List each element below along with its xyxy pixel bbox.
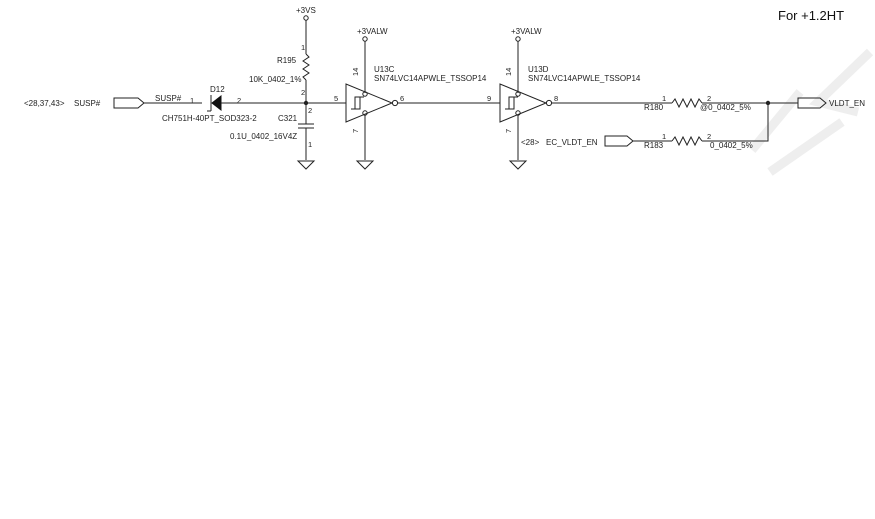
d12-pin1: 1	[190, 96, 194, 105]
u13c-pin-vcc: 14	[351, 68, 360, 76]
u13c-vcc-pin-circle	[362, 91, 368, 97]
susp-input-connector: <28,37,43> SUSP# SUSP#	[24, 94, 202, 109]
u13c-pin-gnd: 7	[351, 129, 360, 133]
r183-value: 0_0402_5%	[710, 141, 753, 150]
vldt-en-port-shape	[797, 97, 827, 109]
d12-value: CH751H-40PT_SOD323-2	[162, 114, 257, 123]
r180-body	[671, 97, 703, 109]
susp-label: SUSP#	[74, 99, 101, 108]
inverter-u13c: +3VALW 14 U13C SN74LVC14APWLE_TSSOP14 5 …	[334, 27, 487, 170]
ground-icon	[508, 160, 528, 170]
ec-vldt-en-port-shape	[604, 135, 634, 147]
r180-pin2: 2	[707, 94, 711, 103]
ec-vldt-en-connector: <28> EC_VLDT_EN	[521, 135, 672, 147]
u13c-ref: U13C	[374, 65, 395, 74]
u13d-pin-gnd: 7	[504, 129, 513, 133]
susp-wire-label: SUSP#	[155, 94, 182, 103]
vldt-en-connector: VLDT_EN	[797, 97, 865, 109]
r183-body	[671, 135, 703, 147]
u13d-output-bubble	[545, 99, 553, 107]
c321-value: 0.1U_0402_16V4Z	[230, 132, 297, 141]
u13d-ref: U13D	[528, 65, 549, 74]
r180-pin1: 1	[662, 94, 666, 103]
schmitt-trigger-icon	[505, 96, 518, 110]
susp-ref-label: <28,37,43>	[24, 99, 65, 108]
d12-pin2: 2	[237, 96, 241, 105]
u13c-output-bubble	[391, 99, 399, 107]
r195-ref: R195	[277, 56, 297, 65]
u13c-power-label: +3VALW	[357, 27, 388, 36]
r180-ref: R180	[644, 103, 664, 112]
r183-pin1: 1	[662, 132, 666, 141]
ground-icon	[355, 160, 375, 170]
c321-ref: C321	[278, 114, 298, 123]
u13d-power-label: +3VALW	[511, 27, 542, 36]
u13c-body	[345, 83, 394, 123]
vs-power-label: +3VS	[296, 6, 316, 15]
d12-ref: D12	[210, 85, 225, 94]
ground-icon	[296, 160, 316, 170]
u13c-power-terminal	[362, 36, 368, 42]
capacitor-c321: 2 C321 0.1U_0402_16V4Z 1	[230, 103, 316, 170]
r195-value: 10K_0402_1%	[249, 75, 302, 84]
resistor-r183: 1 2 R183 0_0402_5%	[644, 103, 769, 150]
ec-ref-label: <28>	[521, 138, 540, 147]
u13d-pin-vcc: 14	[504, 68, 513, 76]
u13d-vcc-pin-circle	[515, 91, 521, 97]
diode-d12: 1 D12 2 CH751H-40PT_SOD323-2	[162, 85, 257, 123]
ec-vldt-en-label: EC_VLDT_EN	[546, 138, 598, 147]
u13d-pin-in: 9	[487, 94, 491, 103]
r180-value: @0_0402_5%	[700, 103, 751, 112]
r195-pin2: 2	[301, 88, 305, 97]
u13c-value: SN74LVC14APWLE_TSSOP14	[374, 74, 487, 83]
resistor-r180: 1 2 R180 @0_0402_5%	[552, 94, 798, 112]
wire-r183-node	[702, 103, 769, 142]
vldt-en-label: VLDT_EN	[829, 99, 865, 108]
schmitt-trigger-icon	[351, 96, 364, 110]
r183-pin2: 2	[707, 132, 711, 141]
r195-pin1: 1	[301, 43, 305, 52]
pullup-r195: +3VS 1 R195 10K_0402_1% 2	[249, 6, 316, 103]
c321-pin1: 1	[308, 140, 312, 149]
r183-ref: R183	[644, 141, 664, 150]
u13d-power-terminal	[515, 36, 521, 42]
inverter-u13d: +3VALW 14 U13D SN74LVC14APWLE_TSSOP14 9 …	[487, 27, 641, 170]
u13d-value: SN74LVC14APWLE_TSSOP14	[528, 74, 641, 83]
page-title: For +1.2HT	[778, 8, 844, 23]
u13d-body	[499, 83, 548, 123]
vs-power-terminal	[303, 15, 309, 21]
c321-pin2: 2	[308, 106, 312, 115]
r195-body	[302, 53, 310, 81]
watermark	[748, 48, 874, 176]
susp-port-shape	[113, 97, 145, 109]
u13d-pin-out: 8	[554, 94, 558, 103]
d12-body	[211, 94, 222, 112]
u13c-pin-out: 6	[400, 94, 404, 103]
u13c-pin-in: 5	[334, 94, 338, 103]
